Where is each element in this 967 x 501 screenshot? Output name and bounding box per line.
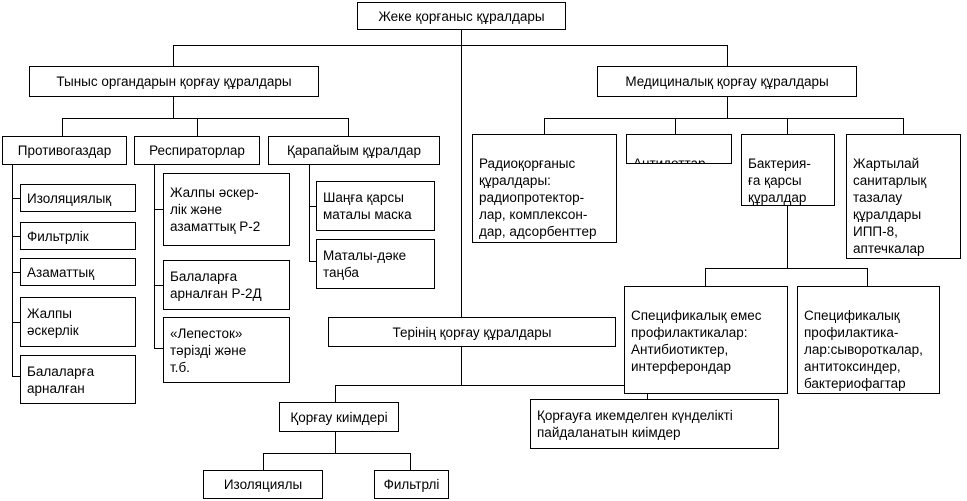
node-sanitation: Жартылай санитарлық тазалау құралдары ИП… bbox=[846, 134, 961, 259]
node-gas-mask-item: Балаларға арналған bbox=[20, 355, 136, 404]
node-respirator-item: «Лепесток» тәрізді және т.б. bbox=[163, 317, 290, 383]
node-respiratory-label: Тыныс органдарын қорғау құралдары bbox=[56, 74, 292, 89]
node-simple-item: Маталы-дәке таңба bbox=[316, 239, 435, 289]
node-clothing-item-label: Фильтрлі bbox=[383, 477, 440, 492]
node-simple-item-label: Шаңға қарсы маталы маска bbox=[323, 190, 412, 222]
node-gas-mask-item: Азаматтық bbox=[20, 258, 136, 286]
node-root-label: Жеке қорғаныс құралдары bbox=[378, 8, 545, 24]
node-medical-label: Медициналық қорғау құралдары bbox=[625, 74, 829, 89]
node-clothing-item: Фильтрлі bbox=[374, 470, 449, 499]
node-antidotes: Антидоттар bbox=[626, 134, 732, 164]
node-gas-mask-item-label: Фильтрлік bbox=[27, 228, 89, 244]
node-simple-item: Шаңға қарсы маталы маска bbox=[316, 181, 435, 231]
node-specific-prophylaxis: Спецификалық профилактика- лар:сыворотка… bbox=[797, 286, 940, 394]
node-adapted-clothing: Қорғауға икемделген күнделікті пайдалана… bbox=[530, 399, 779, 449]
node-gas-mask-item: Фильтрлік bbox=[20, 222, 136, 250]
node-sanitation-label: Жартылай санитарлық тазалау құралдары ИП… bbox=[853, 156, 927, 256]
node-radioprotective-label: Радиоқорғаныс құралдары: радиопротектор-… bbox=[479, 156, 597, 239]
node-antibacterial-label: Бактерия- ға қарсы құралдар bbox=[748, 156, 811, 205]
node-medical: Медициналық қорғау құралдары bbox=[597, 66, 857, 97]
node-gas-mask-item: Изоляциялық bbox=[20, 184, 136, 212]
node-respirators: Респираторлар bbox=[134, 136, 260, 165]
node-respiratory: Тыныс органдарын қорғау құралдары bbox=[29, 66, 319, 97]
node-skin-protection: Терінің қорғау құралдары bbox=[328, 317, 616, 347]
node-protective-clothing: Қорғау киімдері bbox=[279, 402, 399, 432]
node-skin-protection-label: Терінің қорғау құралдары bbox=[392, 324, 552, 340]
node-radioprotective: Радиоқорғаныс құралдары: радиопротектор-… bbox=[472, 134, 617, 243]
node-respirator-item-label: «Лепесток» тәрізді және т.б. bbox=[170, 325, 247, 375]
node-respirator-item-label: Жалпы әскер- лік және азаматтық Р-2 bbox=[170, 185, 261, 234]
node-adapted-clothing-label: Қорғауға икемделген күнделікті пайдалана… bbox=[537, 408, 733, 440]
node-gas-mask-item: Жалпы әскерлік bbox=[20, 297, 136, 347]
node-respirator-item: Балаларға арналған Р-2Д bbox=[163, 260, 290, 310]
node-gas-mask-item-label: Изоляциялық bbox=[27, 190, 112, 206]
node-gas-mask-item-label: Жалпы әскерлік bbox=[27, 306, 79, 338]
node-gas-masks: Противогаздар bbox=[2, 136, 127, 165]
node-nonspecific-prophylaxis: Спецификалық емес профилактикалар: Антиб… bbox=[624, 286, 788, 394]
node-simple-item-label: Маталы-дәке таңба bbox=[323, 248, 407, 280]
node-respirator-item: Жалпы әскер- лік және азаматтық Р-2 bbox=[163, 173, 290, 246]
node-clothing-item: Изоляциялы bbox=[203, 470, 323, 499]
node-gas-mask-item-label: Азаматтық bbox=[27, 264, 95, 280]
node-specific-prophylaxis-label: Спецификалық профилактика- лар:сыворотка… bbox=[804, 308, 923, 391]
node-protective-clothing-label: Қорғау киімдері bbox=[290, 409, 388, 425]
node-simple-means: Қарапайым құралдар bbox=[268, 136, 440, 165]
node-antibacterial: Бактерия- ға қарсы құралдар bbox=[741, 134, 835, 206]
node-antidotes-label: Антидоттар bbox=[633, 156, 706, 164]
node-respirator-item-label: Балаларға арналған Р-2Д bbox=[170, 269, 262, 301]
node-simple-means-label: Қарапайым құралдар bbox=[287, 143, 421, 158]
node-clothing-item-label: Изоляциялы bbox=[223, 477, 303, 492]
node-gas-masks-label: Противогаздар bbox=[17, 143, 112, 158]
node-gas-mask-item-label: Балаларға арналған bbox=[27, 363, 95, 396]
node-respirators-label: Респираторлар bbox=[149, 143, 245, 158]
node-nonspecific-prophylaxis-label: Спецификалық емес профилактикалар: Антиб… bbox=[631, 308, 762, 374]
node-root: Жеке қорғаныс құралдары bbox=[357, 2, 566, 30]
